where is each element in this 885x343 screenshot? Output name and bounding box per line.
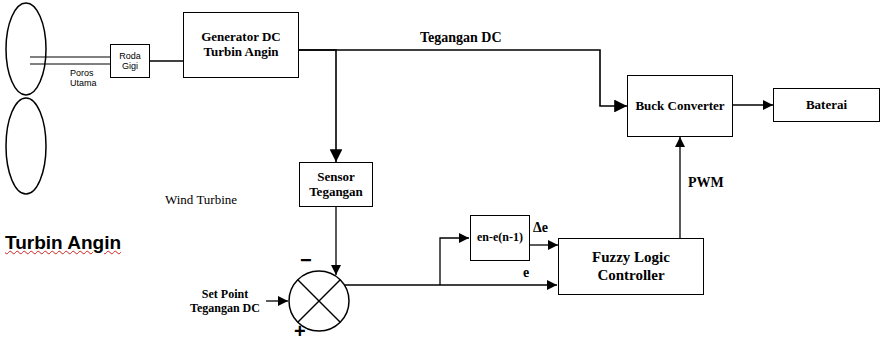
box-text: Buck Converter [635,99,724,114]
box-text: en-e(n-1) [477,231,523,245]
turbine-title: Turbin Angin [5,232,121,254]
box-text: Fuzzy Logic Controller [563,249,699,284]
turbine-blades [6,3,46,194]
gear-box: Roda Gigi [110,44,150,78]
turbine-shaft [30,57,110,64]
connector-line [299,50,627,106]
caption-label: Wind Turbine [165,192,237,208]
converter-box: Buck Converter [627,75,733,137]
box-text: Generator DC Turbin Angin [188,30,294,60]
box-text: Baterai [806,98,847,113]
connector-line [299,50,336,162]
connector-line [530,244,558,245]
sign-label: − [300,249,312,272]
setpoint-label: Set Point Tegangan DC [185,288,265,316]
signal-label: PWM [688,175,724,191]
sign-label: + [294,320,306,343]
signal-wires [266,207,557,301]
connector-line [679,137,680,238]
sensor-box: Sensor Tegangan [299,162,373,207]
signal-label: e [523,265,529,281]
box-text: Sensor Tegangan [304,170,368,200]
box-text: Roda Gigi [115,51,145,72]
connector-line [150,60,183,61]
signal-label: Tegangan DC [420,30,502,46]
shaft-label: Poros Utama [70,68,106,89]
controller-box: Fuzzy Logic Controller [558,238,704,295]
difference-box: en-e(n-1) [470,215,530,261]
signal-label: Δe [533,220,548,236]
generator-box: Generator DC Turbin Angin [183,12,299,78]
connector-line [733,104,773,105]
battery-box: Baterai [773,88,880,122]
